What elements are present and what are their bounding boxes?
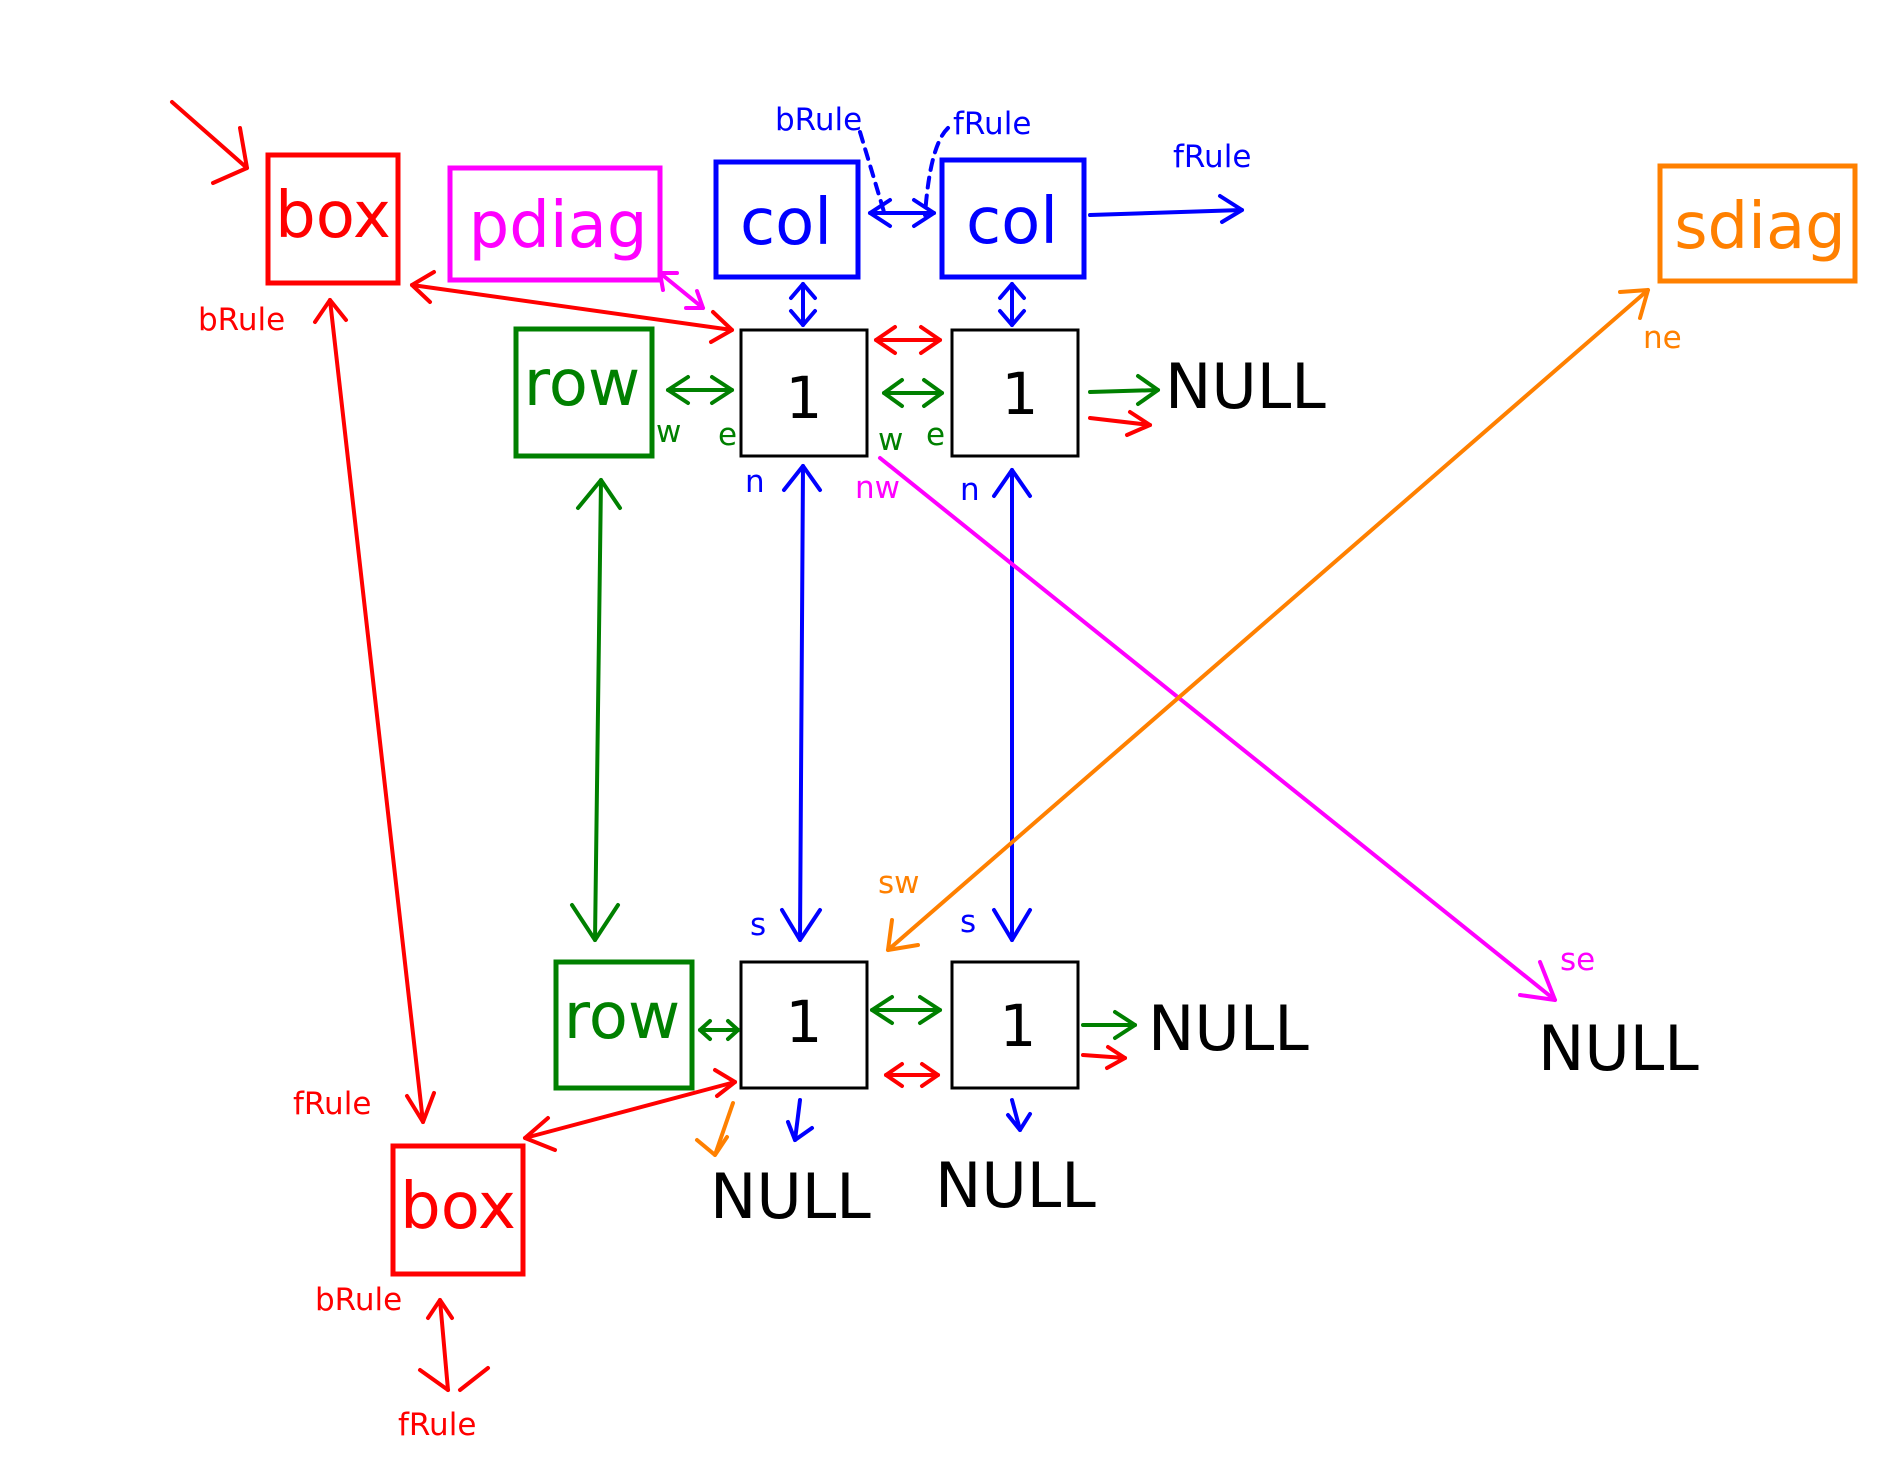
sdiag-node: sdiag <box>1657 163 1858 284</box>
brule-label-box-top: bRule <box>198 302 285 338</box>
svg-text:col: col <box>966 185 1058 259</box>
s-label-1: s <box>750 907 766 943</box>
cell-green-link-top <box>882 378 944 408</box>
svg-text:1: 1 <box>1000 992 1037 1060</box>
null-label-col2-bottom: NULL <box>935 1149 1096 1222</box>
svg-text:box: box <box>275 179 391 253</box>
col1-null-arrow <box>786 1098 814 1142</box>
brule-label-box-bottom: bRule <box>315 1282 402 1318</box>
row-bottom-cell-arrow <box>698 1019 740 1041</box>
col2-null-arrow <box>1006 1098 1032 1132</box>
row-chain-arrow <box>570 478 622 942</box>
n-label-1: n <box>745 464 765 500</box>
box-chain-arrow <box>313 298 436 1124</box>
cell-r1c1: 1 <box>739 328 869 458</box>
svg-text:row: row <box>564 980 680 1054</box>
svg-text:1: 1 <box>786 988 823 1056</box>
pdiag-diagonal-arrow <box>878 456 1557 1002</box>
col-left-cell-arrow <box>789 282 817 327</box>
cell-r2c2: 1 <box>950 960 1080 1090</box>
entry-arrow <box>170 100 249 185</box>
null-label-row2: NULL <box>1148 992 1309 1065</box>
svg-text:1: 1 <box>1002 360 1039 428</box>
row-top-cell-arrow <box>666 375 734 405</box>
cell-box-bottom-arrow <box>523 1068 737 1152</box>
frule-label-top-col: fRule <box>953 106 1031 142</box>
nw-label: nw <box>855 470 900 506</box>
col2-vertical-arrow <box>992 468 1032 942</box>
col1-vertical-arrow <box>780 464 822 942</box>
null-label-se: NULL <box>1538 1012 1699 1085</box>
row-node-bottom: row <box>553 959 695 1091</box>
brule-label-top-col: bRule <box>775 102 862 138</box>
frule-label-right-col: fRule <box>1173 139 1251 175</box>
col-right-cell-arrow <box>998 282 1026 327</box>
svg-text:col: col <box>740 186 832 260</box>
e-label-1: e <box>718 417 737 453</box>
e-label-2: e <box>926 417 945 453</box>
cell-red-link-top <box>874 325 942 355</box>
frule-label-box-bottom: fRule <box>293 1086 371 1122</box>
w-label-1: w <box>656 414 681 450</box>
sdiag-diagonal-arrow <box>886 288 1650 952</box>
box-node-bottom: box <box>390 1143 526 1277</box>
svg-text:1: 1 <box>786 364 823 432</box>
s-label-2: s <box>960 904 976 940</box>
svg-text:box: box <box>400 1170 516 1244</box>
col-node-right: col <box>939 157 1087 280</box>
null-label-col1-bottom: NULL <box>710 1160 871 1233</box>
sdiag-null-arrow <box>695 1101 735 1157</box>
sw-label: sw <box>878 865 920 901</box>
col-node-left: col <box>713 159 861 280</box>
frule-label-bottom: fRule <box>398 1407 476 1443</box>
box-to-cell-arrow <box>410 270 734 344</box>
box-bottom-rule-arrow <box>418 1298 490 1392</box>
n-label-2: n <box>960 472 980 508</box>
svg-text:sdiag: sdiag <box>1674 190 1846 264</box>
row-node-top: row <box>513 326 655 459</box>
row1-null-arrows <box>1088 374 1160 437</box>
col-frule-arrow <box>1088 194 1244 224</box>
w-label-2: w <box>878 422 903 458</box>
se-label: se <box>1560 942 1595 978</box>
col-link-arrow <box>868 198 936 228</box>
cell-r1c2: 1 <box>950 328 1080 458</box>
ne-label: ne <box>1643 320 1682 356</box>
box-node-top: box <box>265 152 401 286</box>
col-rule-dashes <box>858 126 950 217</box>
row2-null-arrows <box>1081 1010 1137 1070</box>
pdiag-to-cell-arrow <box>658 271 705 310</box>
cell-red-link-bottom <box>884 1062 940 1088</box>
null-label-row1: NULL <box>1165 350 1326 423</box>
cell-green-link-bottom <box>870 995 942 1025</box>
svg-text:pdiag: pdiag <box>469 189 648 263</box>
svg-text:row: row <box>524 347 640 421</box>
cell-r2c1: 1 <box>739 960 869 1090</box>
pdiag-node: pdiag <box>447 165 663 283</box>
